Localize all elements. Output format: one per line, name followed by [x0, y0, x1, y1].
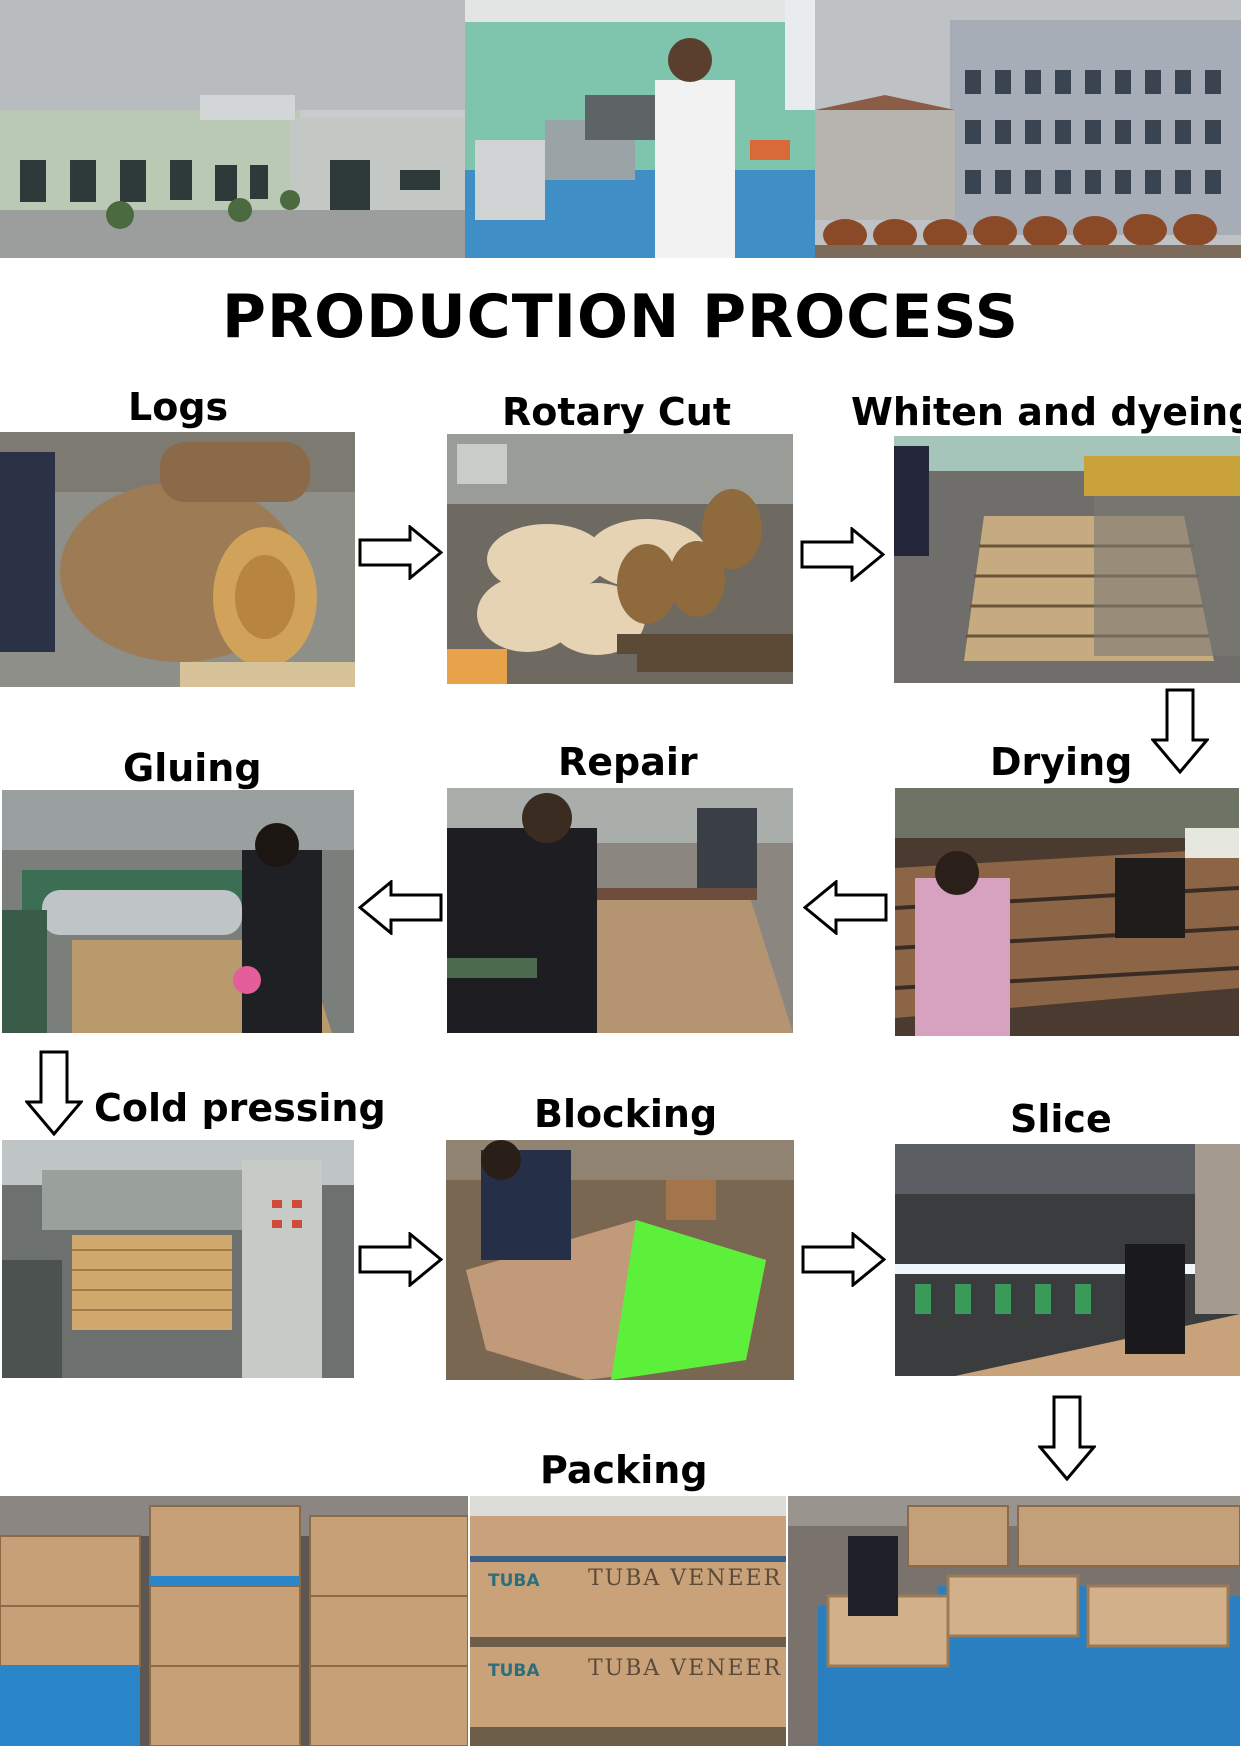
box-logo-label: TUBA — [488, 1571, 540, 1591]
packing-warehouse-photo-right — [788, 1496, 1240, 1746]
logs-photo — [0, 432, 355, 687]
step-label-gluing: Gluing — [123, 746, 262, 790]
arrow-left-icon — [803, 880, 888, 935]
cold-pressing-photo — [2, 1140, 354, 1378]
arrow-right-icon — [358, 525, 443, 580]
arrow-right-icon — [800, 527, 885, 582]
arrow-down-icon — [1038, 1395, 1096, 1481]
whiten-dyeing-photo — [894, 436, 1240, 683]
blocking-photo — [446, 1140, 794, 1380]
rotary-cut-photo — [447, 434, 793, 684]
office-building-photo — [815, 0, 1241, 258]
step-label-slice: Slice — [1010, 1097, 1112, 1141]
arrow-right-icon — [801, 1232, 886, 1287]
step-label-whiten-and-dyeing: Whiten and dyeing — [851, 390, 1241, 434]
arrow-down-icon — [1151, 688, 1209, 774]
slice-photo — [895, 1144, 1240, 1376]
step-label-repair: Repair — [558, 740, 698, 784]
laboratory-photo — [465, 0, 815, 258]
arrow-down-icon — [25, 1050, 83, 1136]
box-brand-label: TUBA VENEER — [588, 1566, 783, 1591]
step-label-logs: Logs — [128, 385, 229, 429]
packing-warehouse-photo-left — [0, 1496, 468, 1746]
step-label-cold-pressing: Cold pressing — [94, 1086, 386, 1130]
step-label-packing: Packing — [540, 1448, 708, 1492]
arrow-left-icon — [358, 880, 443, 935]
page-title: PRODUCTION PROCESS — [221, 282, 1020, 352]
box-logo-label: TUBA — [488, 1661, 540, 1681]
step-label-drying: Drying — [990, 740, 1133, 784]
gluing-photo — [2, 790, 354, 1033]
step-label-rotary-cut: Rotary Cut — [502, 390, 732, 434]
arrow-right-icon — [358, 1232, 443, 1287]
repair-photo — [447, 788, 793, 1033]
step-label-blocking: Blocking — [534, 1092, 718, 1136]
factory-exterior-photo — [0, 0, 465, 258]
drying-photo — [895, 788, 1239, 1036]
packing-boxes-photo-center — [470, 1496, 786, 1746]
box-brand-label: TUBA VENEER — [588, 1656, 783, 1681]
